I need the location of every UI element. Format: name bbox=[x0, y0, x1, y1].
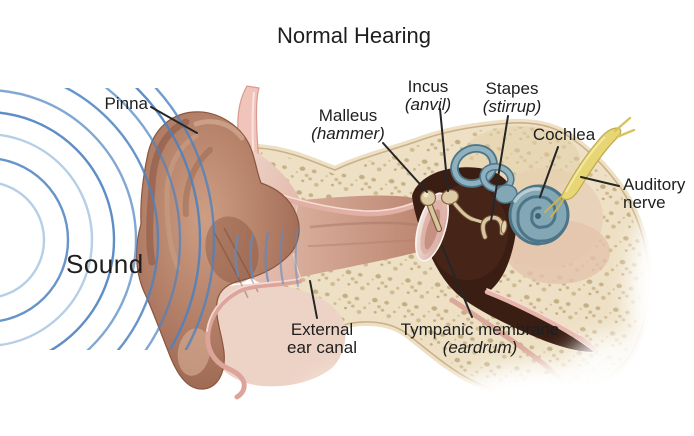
label-malleus: Malleus (hammer) bbox=[311, 106, 385, 143]
leader-lines bbox=[150, 106, 620, 319]
edge-fades bbox=[303, 192, 694, 436]
canal-wave-strokes bbox=[234, 227, 300, 288]
leader-incus bbox=[439, 108, 449, 192]
leader-external-ear-canal bbox=[309, 280, 318, 319]
tympanic-membrane-shape bbox=[415, 192, 449, 262]
leader-pinna bbox=[150, 106, 198, 134]
sound-wave-arcs bbox=[0, 88, 216, 350]
leader-cochlea bbox=[539, 146, 559, 198]
label-cochlea: Cochlea bbox=[532, 125, 596, 144]
label-incus: Incus (anvil) bbox=[404, 77, 452, 114]
stapes-footplate bbox=[500, 220, 508, 234]
leader-auditory-nerve bbox=[580, 176, 620, 187]
cavity-shape bbox=[412, 167, 594, 352]
jaw-skin bbox=[205, 284, 346, 387]
cochlea-shape bbox=[508, 184, 570, 246]
label-external-ear-canal: External ear canal bbox=[287, 320, 357, 357]
diagram-title: Normal Hearing bbox=[276, 23, 432, 48]
lobe-lining bbox=[205, 278, 303, 400]
label-pinna: Pinna bbox=[104, 94, 148, 113]
label-stapes: Stapes (stirrup) bbox=[482, 79, 542, 116]
leader-stapes bbox=[490, 115, 509, 222]
inner-ear bbox=[450, 116, 636, 246]
label-auditory-nerve: Auditory nerve bbox=[623, 175, 686, 212]
leader-tympanic-membrane bbox=[441, 245, 473, 318]
leader-malleus bbox=[382, 142, 428, 193]
label-sound: Sound bbox=[66, 249, 144, 279]
label-tympanic-membrane: Tympanic membrane (eardrum) bbox=[400, 320, 560, 357]
canal-interior bbox=[293, 195, 427, 277]
auditory-nerve-shape bbox=[544, 116, 636, 218]
ossicles bbox=[419, 189, 508, 240]
